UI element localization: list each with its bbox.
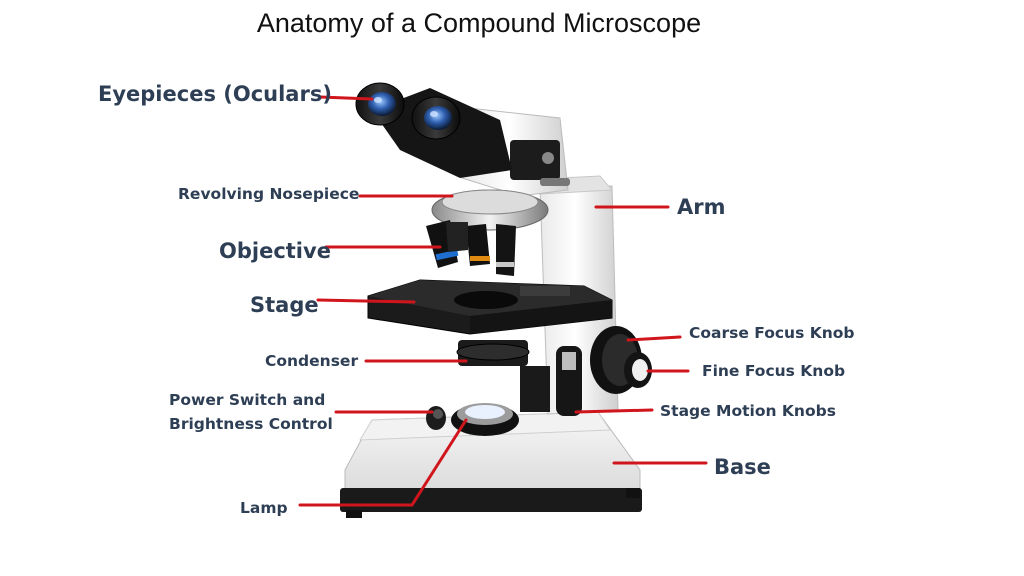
- focus-knobs-part: [590, 326, 652, 394]
- eyepieces-part: [355, 82, 512, 178]
- leader-coarse: [626, 335, 682, 342]
- leader-stage-motion: [574, 408, 654, 414]
- leader-lamp: [298, 418, 468, 507]
- label-fine-focus-knob: Fine Focus Knob: [702, 362, 846, 380]
- leader-eyepieces: [318, 95, 374, 101]
- base-part: [340, 411, 642, 518]
- objectives-part: [426, 220, 516, 276]
- nosepiece-part: [431, 189, 549, 231]
- diagram-title: Anatomy of a Compound Microscope: [256, 8, 702, 38]
- label-coarse-focus-knob: Coarse Focus Knob: [689, 324, 855, 342]
- label-stage: Stage: [250, 293, 319, 317]
- label-stage-motion-knobs: Stage Motion Knobs: [660, 402, 836, 420]
- leader-lines: [298, 95, 708, 507]
- stage-motion-knobs-part: [556, 346, 582, 416]
- label-revolving-nosepiece: Revolving Nosepiece: [178, 185, 360, 203]
- label-eyepieces: Eyepieces (Oculars): [98, 82, 332, 106]
- label-arm: Arm: [677, 195, 726, 219]
- label-lamp: Lamp: [240, 499, 288, 517]
- condenser-part: [456, 340, 550, 412]
- label-condenser: Condenser: [265, 352, 359, 370]
- label-power-switch-line1: Power Switch and: [169, 391, 326, 409]
- stage-part: [367, 279, 613, 335]
- label-objective: Objective: [219, 239, 331, 263]
- leader-stage: [316, 298, 416, 304]
- lamp-part: [451, 403, 519, 436]
- label-base: Base: [714, 455, 771, 479]
- power-switch-part: [426, 406, 446, 430]
- label-power-switch-line2: Brightness Control: [169, 415, 333, 433]
